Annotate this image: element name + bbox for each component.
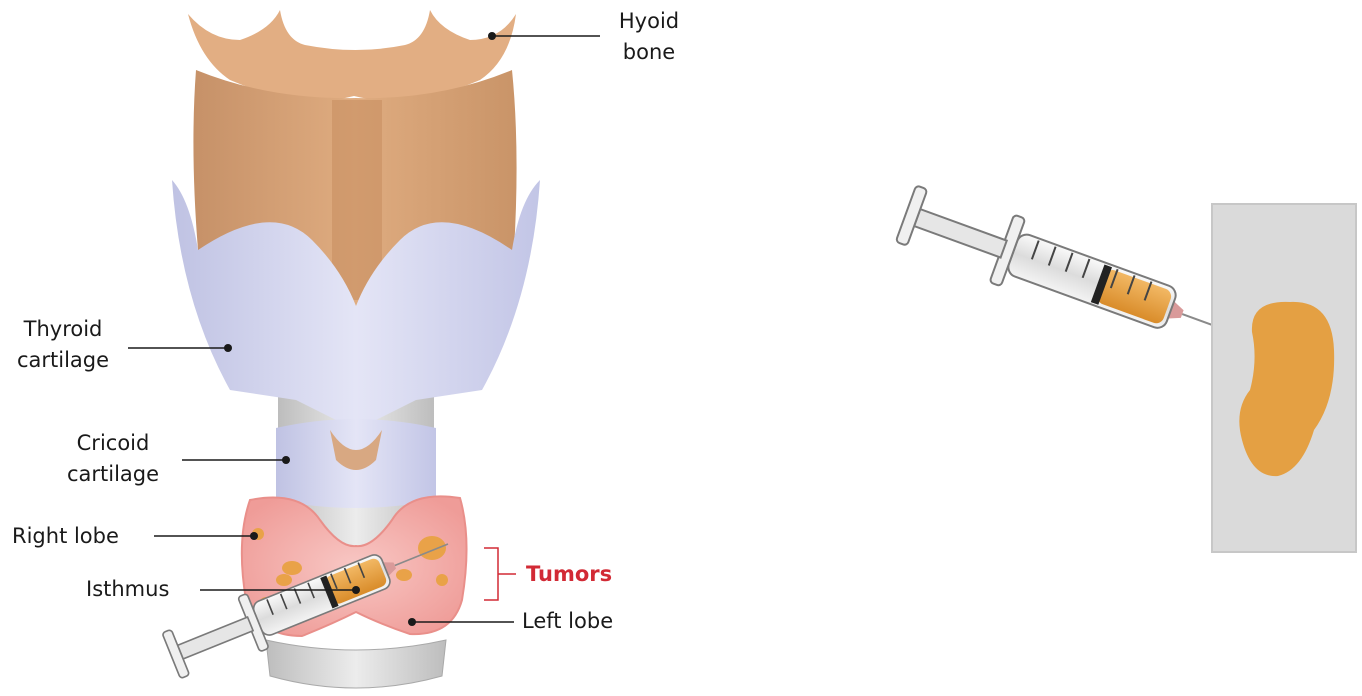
label-cricoid-cartilage: Cricoid cartilage bbox=[56, 428, 170, 490]
label-hyoid-line2: bone bbox=[608, 37, 690, 68]
syringe-icon bbox=[894, 180, 1261, 372]
label-isthmus: Isthmus bbox=[86, 574, 169, 605]
leader-dot bbox=[250, 532, 258, 540]
label-right-lobe: Right lobe bbox=[12, 521, 119, 552]
tissue-sample bbox=[1212, 204, 1356, 552]
label-tumors: Tumors bbox=[526, 559, 612, 590]
leader-dot bbox=[408, 618, 416, 626]
label-cricoid-line2: cartilage bbox=[56, 459, 170, 490]
label-hyoid-bone: Hyoid bone bbox=[608, 6, 690, 68]
leader-dot bbox=[224, 344, 232, 352]
leader-dot bbox=[488, 32, 496, 40]
label-thyroid-line2: cartilage bbox=[6, 345, 120, 376]
label-left-lobe: Left lobe bbox=[522, 606, 613, 637]
label-cricoid-line1: Cricoid bbox=[56, 428, 170, 459]
label-hyoid-line1: Hyoid bbox=[608, 6, 690, 37]
label-thyroid-cartilage: Thyroid cartilage bbox=[6, 314, 120, 376]
label-thyroid-line1: Thyroid bbox=[6, 314, 120, 345]
leader-dot bbox=[352, 586, 360, 594]
leader-dot bbox=[282, 456, 290, 464]
